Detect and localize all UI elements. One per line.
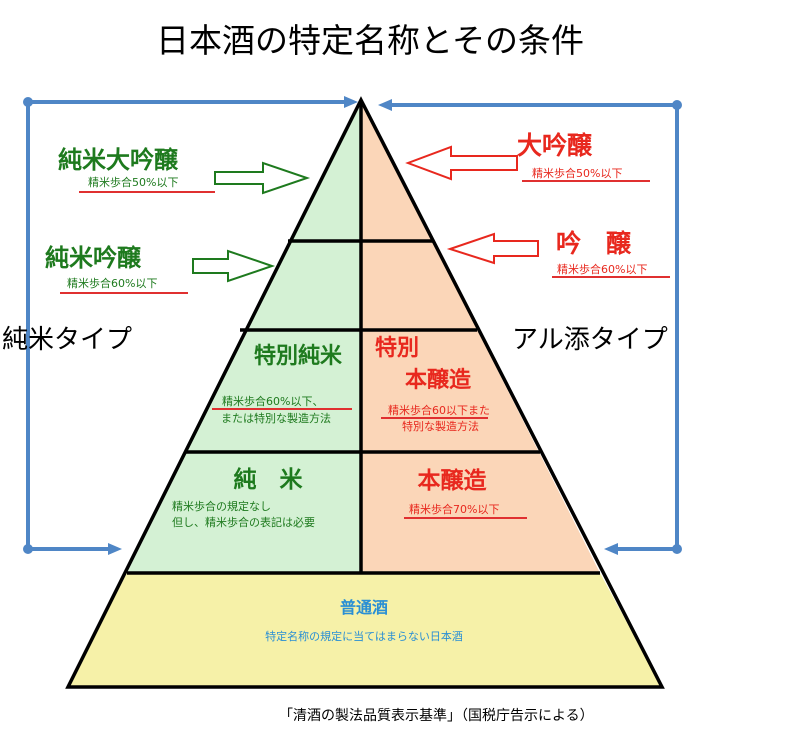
junmai-ginjo-label: 純米吟醸 (45, 244, 142, 272)
ginjo-arrow (446, 232, 539, 265)
tokubetsu-honjozo-label-2: 本醸造 (405, 367, 471, 393)
tokubetsu-junmai-label: 特別純米 (254, 343, 343, 369)
tokubetsu-honjozo-condition-1: 精米歩合60以下また (388, 403, 490, 417)
junmai-condition-2: 但し、精米歩合の表記は必要 (172, 515, 315, 529)
junmai-ginjo-condition: 精米歩合60%以下 (67, 276, 157, 290)
junmai-daiginjo-arrow (214, 161, 311, 195)
daiginjo-label: 大吟醸 (517, 131, 593, 160)
pyramid-outline (65, 96, 665, 689)
junmai-type-label: 純米タイプ (2, 325, 132, 355)
honjozo-condition: 精米歩合70%以下 (409, 502, 499, 516)
left-bracket (23, 96, 358, 555)
daiginjo-condition: 精米歩合50%以下 (532, 166, 622, 180)
aruten-type-label: アル添タイプ (512, 325, 668, 355)
pyramid-base-fill (68, 573, 662, 687)
futsushu-condition: 特定名称の規定に当てはまらない日本酒 (265, 629, 463, 643)
source-note: 「清酒の製法品質表示基準」（国税庁告示による） (279, 707, 594, 724)
ginjo-condition: 精米歩合60%以下 (557, 262, 647, 276)
futsushu-label: 普通酒 (340, 598, 388, 617)
tokubetsu-junmai-condition-1: 精米歩合60%以下、 (222, 394, 323, 408)
daiginjo-arrow (405, 145, 518, 181)
junmai-daiginjo-label: 純米大吟醸 (58, 146, 179, 174)
junmai-ginjo-arrow (192, 249, 276, 283)
junmai-daiginjo-condition: 精米歩合50%以下 (88, 175, 178, 189)
junmai-condition-1: 精米歩合の規定なし (172, 499, 271, 513)
tokubetsu-honjozo-label-1: 特別 (375, 335, 419, 361)
honjozo-label: 本醸造 (418, 467, 488, 494)
junmai-label: 純 米 (234, 466, 304, 493)
ginjo-label: 吟 醸 (556, 229, 632, 258)
right-bracket (378, 99, 682, 555)
tokubetsu-junmai-condition-2: または特別な製造方法 (221, 411, 331, 425)
page-title: 日本酒の特定名称とその条件 (156, 21, 584, 60)
tokubetsu-honjozo-condition-2: 特別な製造方法 (402, 419, 479, 433)
